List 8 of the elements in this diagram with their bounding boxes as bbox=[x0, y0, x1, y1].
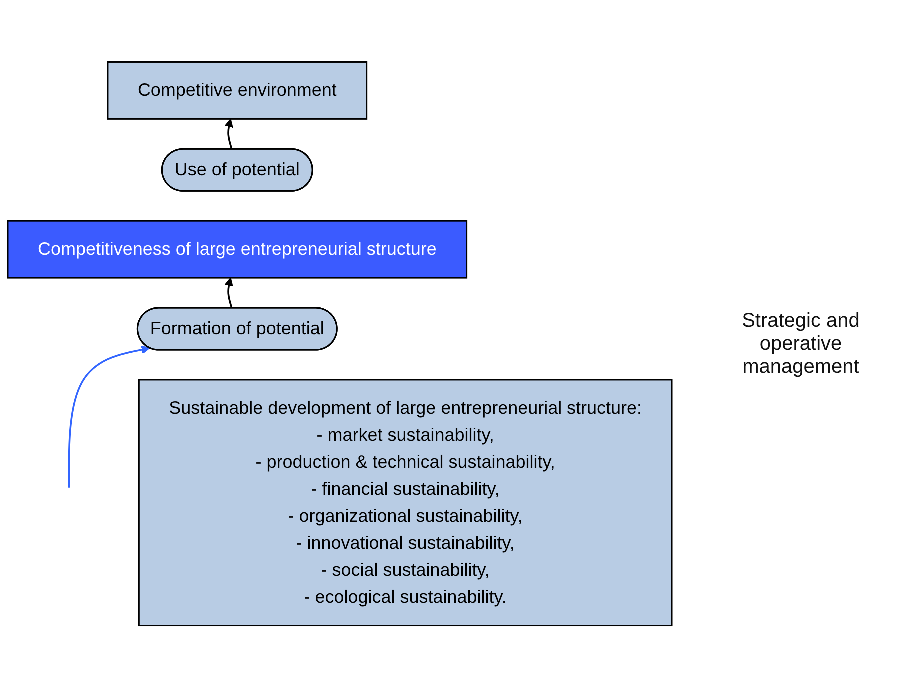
note-text: Strategic and operative management bbox=[741, 310, 861, 378]
node-box bbox=[7, 220, 468, 279]
flow-diagram: Competitive environment Use of potential Competitiveness of large entrepreneurial structure Formation of potential Sustainable development of large entrepreneurial structure: - market sustainability, - production & technical sustainability, - financial sustainability, - organizational sustainability, - innovational sustainability, - social sustainability, - ecological sustainability. bbox=[0, 4, 680, 684]
node-box bbox=[138, 379, 673, 626]
arrow bbox=[224, 278, 234, 309]
arrow bbox=[224, 118, 234, 150]
node-box bbox=[107, 62, 368, 120]
arrow bbox=[68, 346, 150, 488]
